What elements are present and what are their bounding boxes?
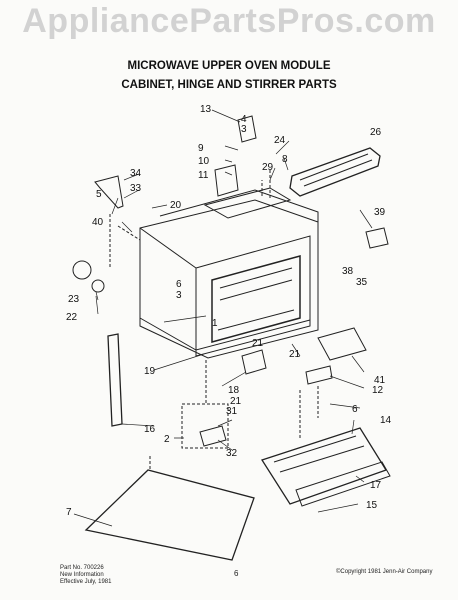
part-number-label: 33 xyxy=(130,183,142,194)
copyright-notice: ©Copyright 1981 Jenn-Air Company xyxy=(336,569,433,575)
knob-part-23 xyxy=(72,260,92,280)
tray-part-17 xyxy=(295,461,391,507)
part-number-label: 34 xyxy=(130,168,142,179)
part-number-label: 17 xyxy=(370,480,382,491)
cabinet-outline xyxy=(139,199,319,359)
part-number-label: 8 xyxy=(282,154,288,165)
part-number-label: 39 xyxy=(374,207,386,218)
part-number-label: 40 xyxy=(92,217,104,228)
label-callouts xyxy=(73,109,373,527)
part-number-label: 1 xyxy=(212,318,218,329)
diagram-subtitle: CABINET, HINGE AND STIRRER PARTS xyxy=(121,79,337,91)
part-number-label: 6 xyxy=(352,404,358,415)
knob-part-22 xyxy=(91,279,105,293)
handle-part-16 xyxy=(107,333,123,427)
switch-part-39 xyxy=(365,227,389,249)
part-number-label: 21 xyxy=(230,396,242,407)
hinge-bracket-box xyxy=(181,403,229,449)
part-number-label: 11 xyxy=(198,170,209,181)
plate-part-18 xyxy=(241,349,267,375)
part-number-label: 15 xyxy=(366,500,378,511)
part-number-label: 23 xyxy=(68,294,80,305)
part-number-label: 10 xyxy=(198,156,210,167)
part-number-label: 21 xyxy=(289,349,301,360)
part-number-label: 6 xyxy=(176,279,182,290)
clip-part-12 xyxy=(305,365,333,385)
part-number-label: 3 xyxy=(176,290,182,301)
diagram-title: MICROWAVE UPPER OVEN MODULE xyxy=(127,60,331,72)
plate-part-41 xyxy=(317,327,367,361)
part-number-label: 9 xyxy=(198,143,204,154)
hinge-part-32 xyxy=(199,425,227,447)
part-number-label: 38 xyxy=(342,266,354,277)
floor-plate-part-7 xyxy=(84,469,255,561)
footer-new-info: New Information xyxy=(60,572,104,578)
cabinet-front-frame xyxy=(195,235,311,357)
part-number-label: 16 xyxy=(144,424,156,435)
footer-part-number: Part No. 700226 xyxy=(60,565,104,571)
part-number-label: 2 xyxy=(164,434,170,445)
part-number-label: 21 xyxy=(252,338,264,349)
part-number-label: 19 xyxy=(144,366,156,377)
part-number-label: 12 xyxy=(372,385,384,396)
part-number-label: 41 xyxy=(374,375,386,386)
part-number-labels: 1343910112426298343354020392322633835212… xyxy=(66,104,392,518)
part-number-label: 22 xyxy=(66,312,78,323)
tray-part-14 xyxy=(261,427,387,505)
part-number-label: 32 xyxy=(226,448,238,459)
part-number-label: 18 xyxy=(228,385,240,396)
cabinet-side-edge xyxy=(139,227,197,269)
footer-effective-date: Effective July, 1981 xyxy=(60,579,112,585)
page-number: 6 xyxy=(234,569,239,578)
stirrer-block xyxy=(214,164,239,197)
part-number-label: 13 xyxy=(200,104,212,115)
stirrer-bracket xyxy=(237,115,257,143)
part-number-label: 4 xyxy=(241,114,247,125)
cavity-inner-lines xyxy=(217,267,295,331)
part-number-label: 31 xyxy=(226,406,238,417)
leader-lines xyxy=(109,170,319,470)
bracket-part-5 xyxy=(94,175,124,209)
oven-cavity-window xyxy=(211,255,301,343)
cabinet-bottom-ledge xyxy=(139,317,311,351)
footer-part-info: Part No. 700226 New Information Effectiv… xyxy=(60,565,111,586)
part-number-label: 24 xyxy=(274,135,286,146)
part-number-label: 3 xyxy=(241,124,247,135)
part-number-label: 14 xyxy=(380,415,392,426)
part-number-label: 35 xyxy=(356,277,368,288)
part-number-label: 5 xyxy=(96,189,102,200)
part-number-label: 20 xyxy=(170,200,182,211)
grille-part-26 xyxy=(289,147,381,197)
watermark: AppliancePartsPros.com xyxy=(22,2,436,40)
part-number-label: 7 xyxy=(66,507,72,518)
cavity-box xyxy=(203,187,292,219)
part-number-label: 29 xyxy=(262,162,274,173)
part-number-label: 26 xyxy=(370,127,382,138)
